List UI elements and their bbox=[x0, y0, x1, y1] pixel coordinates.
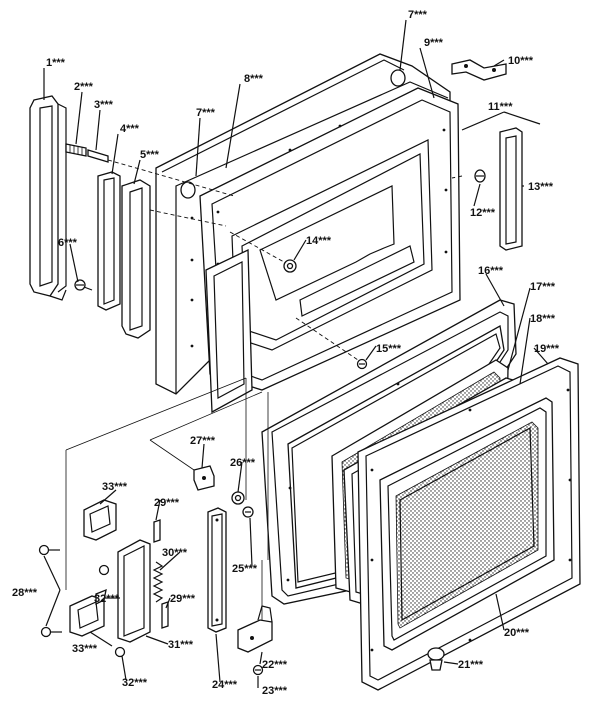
callout-25: 25*** bbox=[232, 563, 258, 575]
callout-18: 18*** bbox=[530, 313, 556, 325]
callout-10: 10*** bbox=[508, 55, 534, 67]
callout-3: 3*** bbox=[94, 99, 114, 111]
callout-22: 22*** bbox=[262, 659, 288, 671]
callout-13: 13*** bbox=[528, 181, 554, 193]
door-side-insulation-part bbox=[205, 248, 253, 414]
callout-26: 26*** bbox=[230, 457, 256, 469]
door-handle-part bbox=[29, 95, 67, 301]
callout-15: 15*** bbox=[376, 343, 402, 355]
callout-30: 30*** bbox=[162, 547, 188, 559]
outer-window-frame-part bbox=[357, 357, 581, 691]
hinge-screws-part bbox=[95, 564, 126, 658]
callout-17: 17*** bbox=[530, 281, 556, 293]
callout-19: 19*** bbox=[534, 343, 560, 355]
hinge-body-part bbox=[117, 539, 151, 643]
liner-fastener-part bbox=[283, 259, 297, 273]
liner-screw-part bbox=[356, 358, 368, 370]
hinge-arm-screw-part bbox=[242, 506, 254, 518]
callout-23: 23*** bbox=[262, 685, 288, 697]
hinge-arm-part bbox=[207, 507, 227, 633]
callout-7-left: 7*** bbox=[196, 107, 216, 119]
window-frame-screw-part bbox=[427, 647, 445, 671]
callout-21: 21*** bbox=[458, 659, 484, 671]
callout-12: 12*** bbox=[470, 207, 496, 219]
callout-28: 28*** bbox=[12, 587, 38, 599]
hinge-clip-part bbox=[193, 465, 215, 491]
assembly-guide-lines bbox=[65, 159, 463, 620]
handle-back-trim-part bbox=[121, 179, 151, 339]
callout-20: 20*** bbox=[504, 627, 530, 639]
hinge-link-part bbox=[153, 519, 169, 629]
callout-9: 9*** bbox=[424, 37, 444, 49]
side-vent-bracket-part bbox=[499, 127, 523, 251]
handle-screw-part bbox=[65, 143, 109, 163]
callout-1: 1*** bbox=[46, 57, 66, 69]
callout-33-upper: 33*** bbox=[102, 481, 128, 493]
hinge-mount-bracket-upper-part bbox=[83, 499, 117, 541]
callout-5: 5*** bbox=[140, 149, 160, 161]
hinge-spring-part bbox=[152, 561, 164, 603]
hinge-mount-screws-part bbox=[38, 544, 62, 638]
callout-8: 8*** bbox=[244, 73, 264, 85]
leader-lines bbox=[43, 19, 549, 688]
hinge-roller-part bbox=[231, 491, 245, 505]
callout-2: 2*** bbox=[74, 81, 94, 93]
callout-7-top: 7*** bbox=[408, 9, 428, 21]
handle-mount-screw-part bbox=[74, 279, 93, 291]
side-screw-part bbox=[474, 169, 486, 183]
callout-6: 6*** bbox=[58, 237, 78, 249]
hinge-plate-part bbox=[237, 605, 273, 653]
callout-24: 24*** bbox=[212, 679, 238, 691]
callout-32-bottom: 32*** bbox=[122, 677, 148, 689]
hinge-mount-bracket-lower-part bbox=[69, 595, 105, 637]
callout-4: 4*** bbox=[120, 123, 140, 135]
callout-29-upper: 29*** bbox=[154, 497, 180, 509]
top-hinge-bracket-part bbox=[451, 59, 507, 81]
callout-14: 14*** bbox=[306, 235, 332, 247]
hinge-plate-screw-part bbox=[252, 664, 264, 676]
handle-trim-strip-part bbox=[97, 171, 121, 311]
callout-33-lower: 33*** bbox=[72, 643, 98, 655]
callout-31: 31*** bbox=[168, 639, 194, 651]
callout-16: 16*** bbox=[478, 265, 504, 277]
part-callout-labels: 1*** 2*** 3*** 4*** 5*** 6*** 7*** 7*** … bbox=[12, 9, 560, 697]
callout-27: 27*** bbox=[190, 435, 216, 447]
callout-29-lower: 29*** bbox=[170, 593, 196, 605]
callout-11: 11*** bbox=[488, 101, 513, 113]
callout-32-mid: 32*** bbox=[94, 593, 120, 605]
